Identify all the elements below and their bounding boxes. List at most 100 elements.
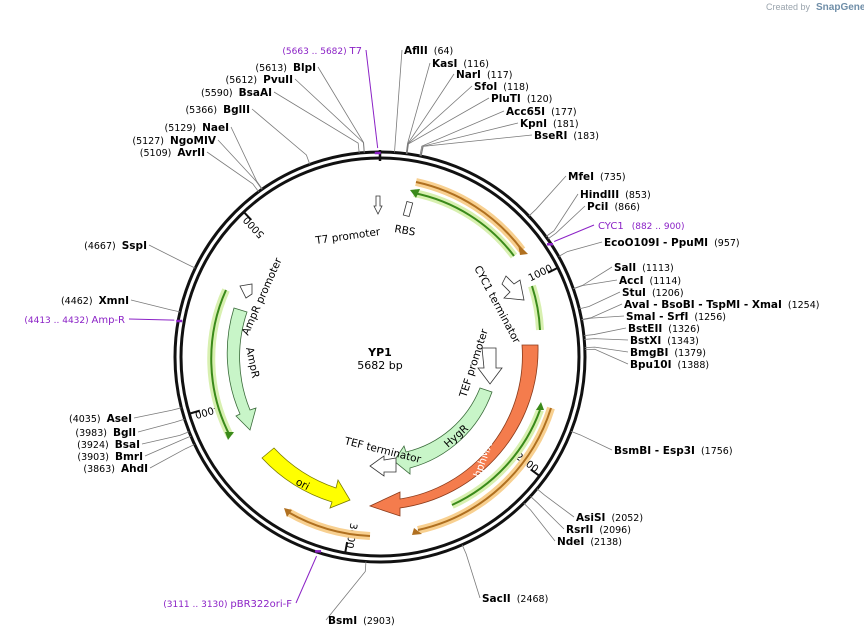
leader-line [148,244,196,269]
enzyme-site: SalI(1113) [614,262,674,274]
enzyme-name: SacII [482,593,511,605]
primer-site: (5663 .. 5682) T7 [282,46,362,57]
enzyme-position: (4667) [84,241,119,252]
orange-arrow-top-head [518,244,528,255]
cyc1-terminator-arrow [501,275,525,301]
enzyme-name: PciI [587,201,608,213]
label-t7-promoter: T7 promoter [314,226,382,247]
enzyme-site: BstEII (1326) [628,323,700,335]
ampr-arrow [226,307,257,431]
enzyme-position: (4462) [61,296,96,307]
enzyme-site: (4667) SspI [84,240,147,252]
leader-line [317,66,365,153]
leader-line [419,110,505,156]
enzyme-name: RsrII [566,524,593,536]
enzyme-site: (3903) BmrI [77,451,143,463]
leader-line [570,430,613,451]
enzyme-name: AflII [404,45,428,57]
enzyme-position: (1114) [649,276,681,287]
primer-leader [295,555,317,604]
leader-line [523,502,556,542]
enzyme-position: (853) [625,190,651,201]
enzyme-name: BseRI [534,130,567,142]
green-arrow-lower-line [451,409,541,506]
enzyme-position: (3924) [77,440,112,451]
tef-terminator-arrow [369,455,397,477]
enzyme-labels: AflII(64)KasI(116)NarI(117)SfoI(118)PluT… [61,45,820,627]
enzyme-site: NarI (117) [456,69,513,81]
enzyme-site: KpnI(181) [520,118,579,130]
enzyme-name: EcoO109I - PpuMI [604,237,708,249]
enzyme-name: NdeI [557,536,584,548]
leader-line [406,85,473,154]
leader-line [581,303,623,320]
enzyme-position: (3983) [75,428,110,439]
enzyme-site: (3863) AhdI [83,463,148,475]
enzyme-name: BsaI [115,439,140,451]
enzyme-position: (866) [614,202,640,213]
enzyme-position: (5127) [132,136,167,147]
enzyme-site: MfeI(735) [568,171,626,183]
enzyme-name: BstEII [628,323,662,335]
enzyme-position: (183) [573,131,599,142]
enzyme-site: BsmI(2903) [328,615,395,627]
enzyme-name: BlpI [293,62,316,74]
leader-line [251,108,311,165]
enzyme-site: (5129) NaeI [164,122,229,134]
enzyme-position: (735) [600,172,626,183]
enzyme-position: (1206) [652,288,684,299]
enzyme-site: (5366) BglII [185,104,250,116]
enzyme-position: (177) [551,107,577,118]
leader-line [406,97,490,154]
enzyme-name: BsaAI [239,87,272,99]
orange-arrow-lower-line [417,407,552,531]
enzyme-site: (5127) NgoMIV [132,135,216,147]
enzyme-name: AhdI [121,463,148,475]
enzyme-position: (1379) [674,348,706,359]
enzyme-site: (4035) AseI [69,413,132,425]
enzyme-name: KasI [432,58,457,70]
enzyme-site: RsrII(2096) [566,524,631,536]
orange-arrow-lower-head [412,528,422,535]
leader-line [406,73,455,154]
primer-site: CYC1(882 .. 900) [598,221,685,232]
enzyme-position: (957) [714,238,740,249]
enzyme-site: (3983) BglI [75,427,136,439]
tick-label: 5000 [242,214,267,240]
enzyme-position: (5612) [226,75,261,86]
enzyme-position: (120) [527,94,553,105]
leader-line [536,488,575,518]
enzyme-name: NarI [456,69,481,81]
enzyme-site: (3924) BsaI [77,439,140,451]
label-ori: ori [294,476,312,493]
primer-range: (5663 .. 5682) [282,47,349,57]
enzyme-site: PciI (866) [587,201,640,213]
enzyme-name: BmgBI [630,347,668,359]
enzyme-name: AvaI - BsoBI - TspMI - XmaI [624,299,782,311]
enzyme-position: (181) [553,119,579,130]
enzyme-position: (1388) [678,360,710,371]
enzyme-position: (118) [503,82,529,93]
label-rbs: RBS [393,223,416,239]
enzyme-site: EcoO109I - PpuMI (957) [604,237,740,249]
enzyme-position: (3863) [83,464,118,475]
enzyme-site: AccI(1114) [619,275,681,287]
enzyme-name: PvuII [263,74,293,86]
tick-3000 [344,541,349,554]
leader-line [547,205,586,240]
green-arrow-top-line [413,192,515,257]
enzyme-name: NaeI [202,122,229,134]
enzyme-name: SalI [614,262,636,274]
orange-arrow-top-line [415,181,523,251]
enzyme-name: XmnI [99,295,129,307]
features [207,178,555,540]
green-arrow-right-line [531,285,541,331]
enzyme-position: (3903) [77,452,112,463]
enzyme-position: (117) [487,70,513,81]
enzyme-position: (2903) [363,616,395,627]
orange-arrow-bottom-head [284,508,292,517]
enzyme-name: HindIII [580,189,619,201]
enzyme-name: BsmBI - Esp3I [614,445,695,457]
enzyme-position: (1326) [668,324,700,335]
